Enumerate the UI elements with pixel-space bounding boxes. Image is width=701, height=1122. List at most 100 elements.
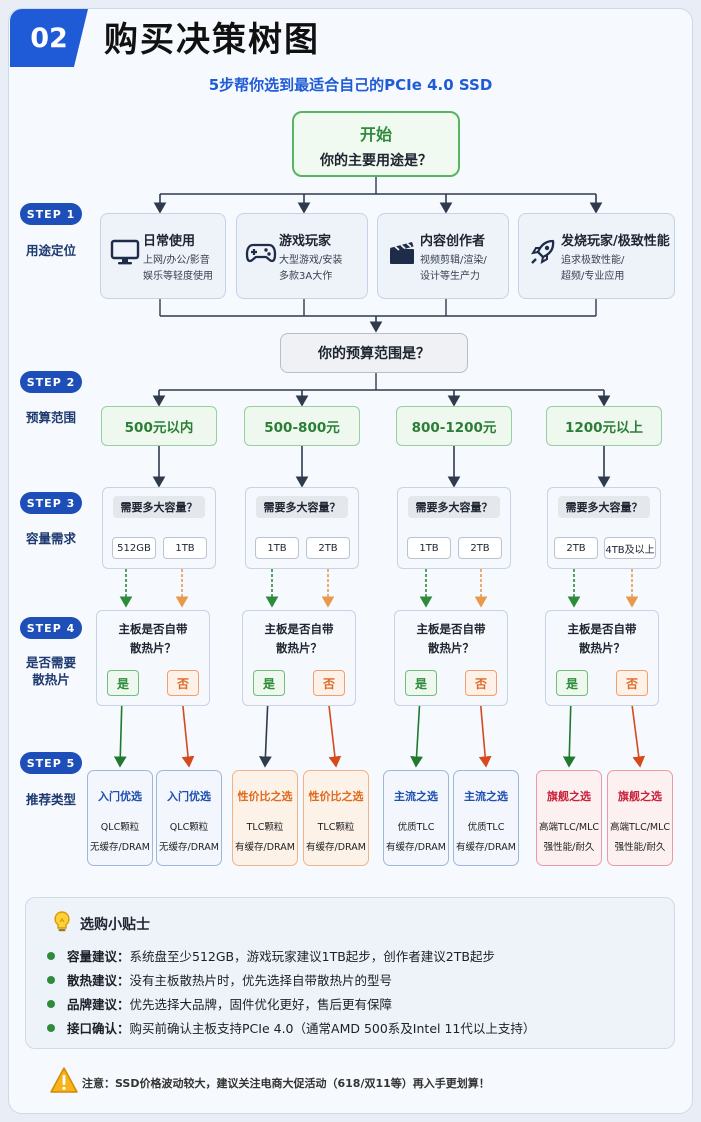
recommendation-card: 性价比之选 TLC颗粒有缓存/DRAM <box>303 770 369 866</box>
capacity-question: 需要多大容量？ <box>256 496 348 518</box>
budget-option: 500-800元 <box>244 406 360 446</box>
capacity-node: 需要多大容量？ 1TB 2TB <box>397 487 511 569</box>
recommendation-spec: 高端TLC/MLC <box>609 822 671 833</box>
step-4-tag: STEP 4 <box>20 617 82 639</box>
recommendation-spec: 有缓存/DRAM <box>456 842 516 853</box>
connector <box>113 696 127 768</box>
recommendation-title: 主流之选 <box>394 790 438 803</box>
use-case-creator: 内容创作者 视频剪辑/渲染/设计等生产力 <box>377 213 509 299</box>
heatsink-question: 主板是否自带散热片？ <box>264 622 334 655</box>
monitor-icon <box>110 239 140 265</box>
use-case-enthusiast: 发烧玩家/极致性能 追求极致性能/超频/专业应用 <box>518 213 675 299</box>
connector <box>478 696 492 768</box>
tip-item: 容量建议：系统盘至少512GB，游戏玩家建议1TB起步，创作者建议2TB起步 <box>47 946 495 965</box>
heatsink-question: 主板是否自带散热片？ <box>416 622 486 655</box>
budget-option: 800-1200元 <box>396 406 512 446</box>
step-2-label: 预算范围 <box>25 410 76 425</box>
use-case-desc: 追求极致性能/超频/专业应用 <box>561 255 625 282</box>
use-case-title: 内容创作者 <box>420 234 486 249</box>
recommendation-spec: 无缓存/DRAM <box>159 842 219 853</box>
recommendation-card: 主流之选优质TLC 有缓存/DRAM <box>453 770 519 866</box>
recommendation-spec: 有缓存/DRAM <box>235 842 295 853</box>
capacity-question: 需要多大容量？ <box>558 496 650 518</box>
connector <box>562 696 576 768</box>
capacity-question: 需要多大容量？ <box>408 496 500 518</box>
page-title: 购买决策树图 <box>104 20 320 60</box>
recommendation-spec: 强性能/耐久 <box>614 842 666 853</box>
recommendation-spec: 有缓存/DRAM <box>306 842 366 853</box>
recommendation-card: 旗舰之选高端TLC/MLC 强性能/耐久 <box>536 770 602 866</box>
recommendation-title: 入门优选 <box>167 790 211 803</box>
start-label: 开始 <box>359 125 392 144</box>
warning-icon <box>50 1067 78 1093</box>
heatsink-node: 主板是否自带散热片？ 是 否 <box>96 610 210 706</box>
recommendation-title: 主流之选 <box>464 790 508 803</box>
capacity-option: 1TB <box>255 537 299 559</box>
recommendation-spec: 高端TLC/MLC <box>538 822 600 833</box>
heatsink-no: 否 <box>465 670 497 696</box>
capacity-option: 2TB <box>306 537 350 559</box>
capacity-node: 需要多大容量？ 512GB 1TB <box>102 487 216 569</box>
use-case-title: 发烧玩家/极致性能 <box>561 234 670 249</box>
step-4-label: 是否需要散热片 <box>26 655 77 687</box>
recommendation-spec: TLC颗粒 <box>246 822 284 833</box>
budget-question-node: 你的预算范围是？ <box>280 333 468 373</box>
heatsink-node: 主板是否自带散热片？ 是 否 <box>394 610 508 706</box>
use-case-desc: 大型游戏/安装多款3A大作 <box>279 255 343 282</box>
heatsink-question: 主板是否自带散热片？ <box>118 622 188 655</box>
start-question: 你的主要用途是？ <box>320 153 432 169</box>
use-case-desc: 视频剪辑/渲染/设计等生产力 <box>420 255 487 282</box>
connector <box>327 696 342 768</box>
heatsink-yes: 是 <box>253 670 285 696</box>
budget-option: 500元以内 <box>101 406 217 446</box>
recommendation-spec: 强性能/耐久 <box>543 842 595 853</box>
recommendation-card: 入门优选 QLC颗粒无缓存/DRAM <box>156 770 222 866</box>
step-1-tag: STEP 1 <box>20 203 82 225</box>
clapperboard-icon <box>390 242 414 264</box>
use-case-desc: 上网/办公/影音娱乐等轻度使用 <box>143 255 213 282</box>
step-2-tag: STEP 2 <box>20 371 82 393</box>
start-node: 开始 你的主要用途是？ <box>292 111 460 177</box>
recommendation-title: 性价比之选 <box>237 790 293 803</box>
use-case-title: 游戏玩家 <box>279 234 332 249</box>
gamepad-icon <box>245 243 277 263</box>
tips-title: 选购小贴士 <box>80 917 150 933</box>
connector <box>630 696 646 768</box>
heatsink-yes: 是 <box>556 670 588 696</box>
recommendation-spec: 有缓存/DRAM <box>386 842 446 853</box>
heatsink-question: 主板是否自带散热片？ <box>567 622 637 655</box>
step-1-label: 用途定位 <box>25 243 76 258</box>
heatsink-node: 主板是否自带散热片？ 是 否 <box>545 610 659 706</box>
heatsink-yes: 是 <box>405 670 437 696</box>
step-5-tag: STEP 5 <box>20 752 82 774</box>
recommendation-title: 性价比之选 <box>308 790 364 803</box>
recommendation-spec: QLC颗粒 <box>169 822 209 833</box>
capacity-option: 2TB <box>458 537 502 559</box>
tip-item: 品牌建议：优先选择大品牌，固件优化更好，售后更有保障 <box>47 994 392 1013</box>
budget-option: 1200元以上 <box>546 406 662 446</box>
rocket-icon <box>530 239 555 265</box>
heatsink-no: 否 <box>313 670 345 696</box>
capacity-option: 2TB <box>554 537 598 559</box>
recommendation-spec: 优质TLC <box>467 822 505 833</box>
step-5-label: 推荐类型 <box>25 792 76 807</box>
lightbulb-icon <box>54 911 70 932</box>
tips-panel <box>25 897 675 1049</box>
tip-item: 接口确认：购买前确认主板支持PCIe 4.0（通常AMD 500系及Intel … <box>47 1018 535 1037</box>
heatsink-no: 否 <box>616 670 648 696</box>
recommendation-title: 旗舰之选 <box>547 790 591 803</box>
use-case-title: 日常使用 <box>143 234 196 249</box>
capacity-question: 需要多大容量？ <box>113 496 205 518</box>
capacity-option: 4TB及以上 <box>604 537 656 559</box>
connector <box>181 696 195 768</box>
tip-item: 散热建议：没有主板散热片时，优先选择自带散热片的型号 <box>47 970 392 989</box>
connector <box>259 696 272 768</box>
use-case-gaming: 游戏玩家 大型游戏/安装多款3A大作 <box>236 213 368 299</box>
heatsink-no: 否 <box>167 670 199 696</box>
recommendation-spec: TLC颗粒 <box>317 822 355 833</box>
section-number-badge: 02 <box>10 9 88 67</box>
capacity-node: 需要多大容量？ 2TB 4TB及以上 <box>547 487 661 569</box>
